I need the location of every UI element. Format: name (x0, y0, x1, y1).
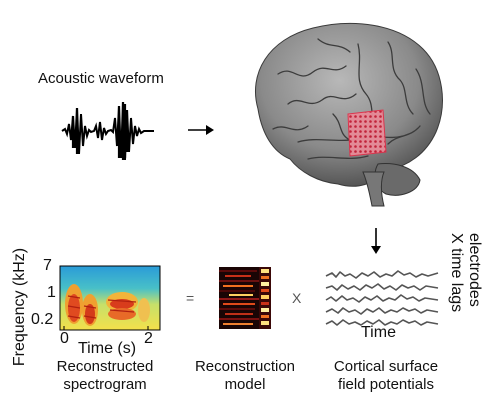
xtick-0: 0 (60, 330, 69, 347)
acoustic-waveform-label: Acoustic waveform (38, 70, 164, 87)
traces-time-label: Time (361, 324, 396, 341)
equals-operator: = (186, 290, 195, 306)
acoustic-waveform (61, 101, 154, 161)
reconstructed-spectrogram-caption: Reconstructed spectrogram (56, 358, 154, 393)
reconstruction-model-matrix (219, 267, 271, 329)
ytick-0-2: 0.2 (31, 311, 54, 328)
ytick-1: 1 (47, 284, 56, 301)
reconstructed-spectrogram (59, 265, 161, 331)
right-arrow-icon (188, 125, 214, 135)
cortical-caption: Cortical surface field potentials (333, 358, 439, 393)
times-operator: X (292, 290, 302, 306)
xtick-2: 2 (144, 330, 153, 347)
ytick-7: 7 (43, 257, 52, 274)
time-axis-label: Time (s) (78, 340, 137, 357)
brain-illustration (254, 22, 443, 207)
electrodes-time-lags-label: electrodes X time lags (448, 233, 483, 313)
electrode-grid (347, 109, 387, 157)
frequency-axis-label: Frequency (kHz) (11, 247, 28, 367)
cortical-field-potential-traces (325, 270, 439, 326)
reconstruction-model-caption: Reconstruction model (194, 358, 296, 393)
down-arrow-icon (371, 228, 381, 254)
